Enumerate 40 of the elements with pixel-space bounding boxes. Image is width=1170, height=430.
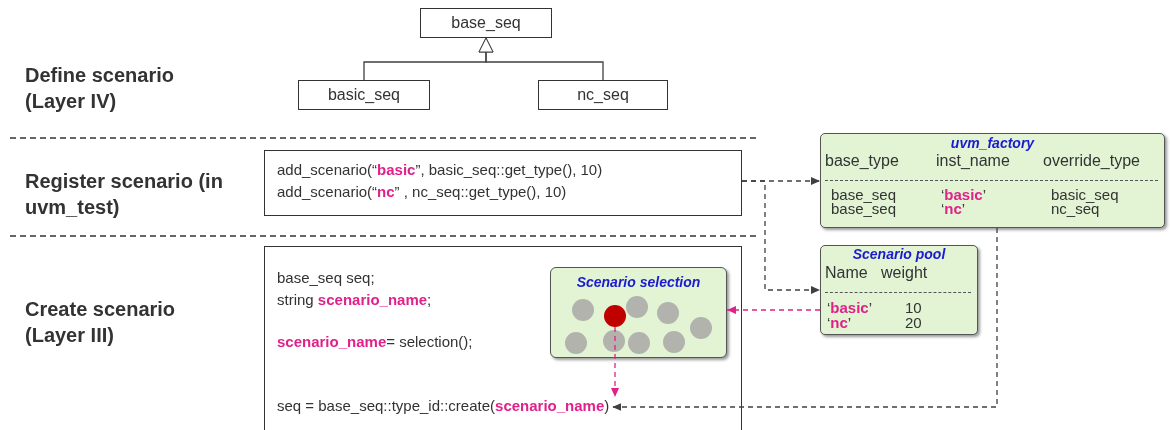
selected-dot xyxy=(604,305,626,327)
column-header: override_type xyxy=(1043,152,1140,169)
code-line: base_seq seq; xyxy=(277,269,375,286)
table-cell: basic_seq xyxy=(1051,186,1119,203)
section-label: Create scenario (Layer III) xyxy=(25,297,177,348)
section-label: Register scenario (in uvm_test) xyxy=(25,169,224,220)
code-line: string scenario_name; xyxy=(277,291,432,308)
column-header: Name xyxy=(825,264,868,281)
inheritance-arrow xyxy=(478,37,604,81)
code-box xyxy=(264,246,742,430)
column-header: weight xyxy=(881,264,928,281)
class-box: base_seq xyxy=(420,8,552,38)
selection-panel xyxy=(550,267,727,358)
table-cell: ‘basic’ xyxy=(941,186,987,203)
code-box xyxy=(264,150,742,216)
dashed-arrow xyxy=(611,227,998,411)
code-line: scenario_name= selection(); xyxy=(277,333,473,350)
dashed-arrow xyxy=(611,326,619,398)
class-box: basic_seq xyxy=(298,80,430,110)
table-title: uvm_factory xyxy=(949,136,1036,151)
table-cell: 10 xyxy=(905,299,922,316)
table-cell: nc_seq xyxy=(1051,200,1100,217)
table-card xyxy=(820,133,1165,228)
code-line: add_scenario(“basic”, basic_seq::get_type(), 10) xyxy=(277,161,603,178)
table-cell: base_seq xyxy=(831,186,897,203)
column-header: base_type xyxy=(825,152,899,169)
code-line: seq = base_seq::type_id::create(scenario_name) xyxy=(277,397,610,417)
table-cell: ‘nc’ xyxy=(827,314,852,331)
table-cell: ‘basic’ xyxy=(827,299,873,316)
section-label: Define scenario (Layer IV) xyxy=(25,63,175,114)
code-line: add_scenario(“nc” , nc_seq::get_type(), 10) xyxy=(277,183,567,200)
table-card xyxy=(820,245,978,335)
dashed-arrow xyxy=(741,180,821,294)
table-title: Scenario pool xyxy=(851,247,947,262)
column-header: inst_name xyxy=(936,152,1010,169)
panel-title: Scenario selection xyxy=(575,274,702,291)
class-box: nc_seq xyxy=(538,80,668,110)
table-cell: ‘nc’ xyxy=(941,200,966,217)
dashed-arrow xyxy=(726,306,821,314)
table-cell: 20 xyxy=(905,314,922,331)
